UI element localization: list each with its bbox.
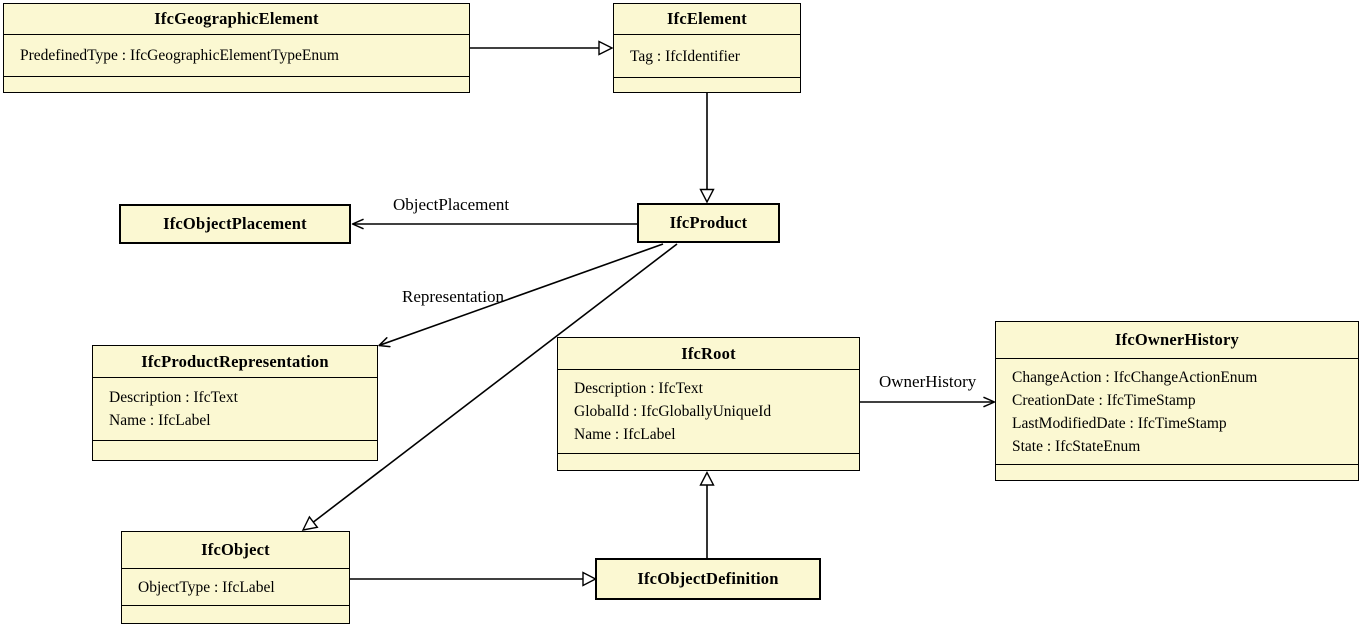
class-ifc-root: IfcRoot Description : IfcText GlobalId :… bbox=[557, 337, 860, 471]
class-ifc-object-placement: IfcObjectPlacement bbox=[119, 204, 351, 244]
edge-label-owner-history: OwnerHistory bbox=[879, 372, 977, 391]
class-title: IfcObject bbox=[201, 540, 270, 559]
attribute: Name : IfcLabel bbox=[109, 412, 211, 429]
class-attributes: PredefinedType : IfcGeographicElementTyp… bbox=[4, 34, 469, 76]
attribute: ChangeAction : IfcChangeActionEnum bbox=[1012, 368, 1258, 386]
class-ifc-object: IfcObject ObjectType : IfcLabel bbox=[121, 531, 350, 624]
edge-label-representation: Representation bbox=[402, 287, 504, 306]
class-attributes: Tag : IfcIdentifier bbox=[614, 34, 800, 77]
class-attributes: Description : IfcText GlobalId : IfcGlob… bbox=[558, 369, 859, 453]
association-arrowhead-representation bbox=[378, 337, 391, 348]
attribute: State : IfcStateEnum bbox=[1012, 437, 1141, 455]
generalization-arrowhead-root bbox=[699, 470, 715, 486]
class-title: IfcProductRepresentation bbox=[141, 351, 329, 371]
class-attributes: Description : IfcText Name : IfcLabel bbox=[93, 377, 377, 440]
class-ifc-product-representation: IfcProductRepresentation Description : I… bbox=[92, 345, 378, 461]
generalization-arrowhead-objectdefinition bbox=[582, 571, 598, 587]
class-ifc-geographic-element: IfcGeographicElement PredefinedType : If… bbox=[3, 3, 470, 93]
class-title: IfcGeographicElement bbox=[154, 9, 319, 28]
class-empty-compartment bbox=[93, 440, 377, 460]
class-ifc-object-definition: IfcObjectDefinition bbox=[595, 558, 821, 600]
attribute: CreationDate : IfcTimeStamp bbox=[1012, 391, 1196, 409]
class-title: IfcElement bbox=[667, 9, 747, 28]
class-empty-compartment bbox=[996, 464, 1358, 480]
generalization-arrowhead-element bbox=[598, 40, 614, 56]
generalization-arrowhead-object bbox=[301, 515, 319, 531]
class-title: IfcOwnerHistory bbox=[1115, 330, 1239, 349]
class-empty-compartment bbox=[558, 453, 859, 470]
attribute: Description : IfcText bbox=[109, 389, 238, 406]
class-title: IfcProduct bbox=[669, 213, 748, 232]
attribute: LastModifiedDate : IfcTimeStamp bbox=[1012, 414, 1227, 432]
association-arrowhead-objectplacement bbox=[351, 218, 364, 230]
class-title: IfcObjectPlacement bbox=[163, 214, 307, 233]
generalization-arrowhead-product bbox=[699, 188, 715, 204]
class-ifc-element: IfcElement Tag : IfcIdentifier bbox=[613, 3, 801, 93]
attribute: GlobalId : IfcGloballyUniqueId bbox=[574, 403, 772, 420]
attribute: Description : IfcText bbox=[574, 380, 703, 397]
attribute: Tag : IfcIdentifier bbox=[630, 47, 740, 65]
class-ifc-owner-history: IfcOwnerHistory ChangeAction : IfcChange… bbox=[995, 321, 1359, 481]
class-attributes: ObjectType : IfcLabel bbox=[122, 568, 349, 605]
class-empty-compartment bbox=[4, 76, 469, 92]
edge-product-to-productrepresentation bbox=[378, 243, 664, 347]
attribute: PredefinedType : IfcGeographicElementTyp… bbox=[20, 47, 339, 64]
class-empty-compartment bbox=[614, 77, 800, 92]
class-title: IfcRoot bbox=[681, 343, 736, 363]
edge-product-to-object bbox=[312, 243, 678, 523]
edge-label-object-placement: ObjectPlacement bbox=[393, 195, 510, 214]
class-title: IfcObjectDefinition bbox=[637, 569, 779, 588]
attribute: Name : IfcLabel bbox=[574, 426, 676, 443]
attribute: ObjectType : IfcLabel bbox=[138, 578, 275, 596]
association-arrowhead-ownerhistory bbox=[983, 396, 996, 408]
class-ifc-product: IfcProduct bbox=[637, 203, 780, 243]
class-attributes: ChangeAction : IfcChangeActionEnum Creat… bbox=[996, 358, 1358, 464]
class-empty-compartment bbox=[122, 605, 349, 623]
